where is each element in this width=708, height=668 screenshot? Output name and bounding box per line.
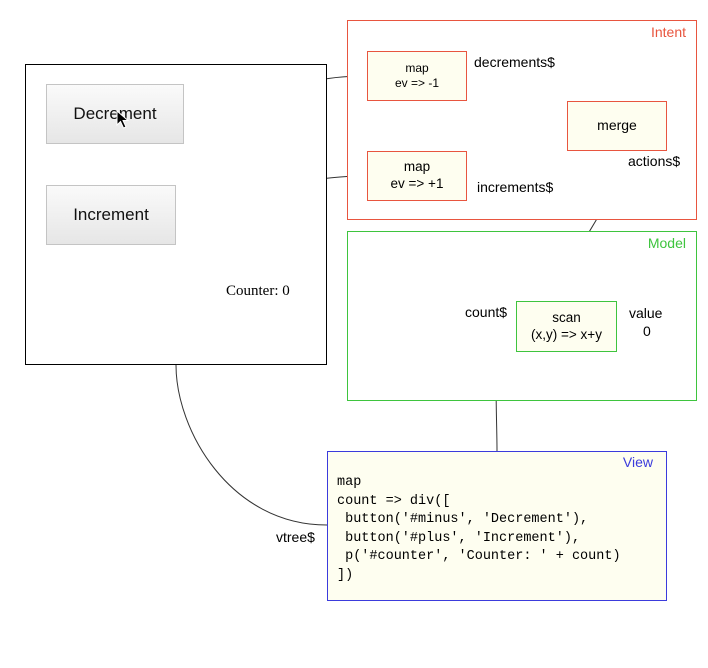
count-stream-label: count$: [465, 304, 508, 320]
map-plus-fn: ev => +1: [390, 176, 444, 191]
scan-box: scan (x,y) => x+y: [516, 301, 617, 352]
code-line: p('#counter', 'Counter: ' + count): [337, 549, 621, 564]
code-line: ]): [337, 567, 354, 583]
view-code: map count => div([ button('#minus', 'Dec…: [337, 474, 621, 585]
code-line: map: [337, 475, 362, 490]
value-readout: 0: [643, 323, 651, 339]
code-line: button('#plus', 'Increment'),: [337, 530, 581, 546]
decrement-button[interactable]: Decrement: [46, 84, 184, 144]
increment-button[interactable]: Increment: [46, 185, 176, 245]
map-minus-fn: ev => -1: [394, 76, 440, 90]
map-minus-box: map ev => -1: [367, 51, 467, 101]
mouse-cursor-icon: [116, 110, 130, 129]
intent-title: Intent: [650, 24, 686, 40]
actions-stream-label: actions$: [628, 153, 681, 169]
decrements-stream-label: decrements$: [474, 54, 555, 70]
map-minus-op: map: [405, 61, 429, 75]
merge-box: merge: [567, 101, 667, 151]
merge-op: merge: [597, 117, 637, 134]
increments-stream-label: increments$: [477, 179, 554, 195]
scan-op: scan: [552, 309, 581, 325]
wire-app-to-view: [175, 364, 328, 526]
map-plus-op: map: [403, 159, 431, 175]
code-line: count => div([: [337, 493, 451, 509]
code-line: button('#minus', 'Decrement'),: [337, 512, 589, 527]
model-title: Model: [647, 235, 686, 251]
view-group: [327, 451, 667, 601]
map-plus-box: map ev => +1: [367, 151, 467, 201]
view-title: View: [622, 454, 653, 470]
vtree-stream-label: vtree$: [276, 529, 315, 545]
value-label: value: [629, 305, 663, 321]
scan-fn: (x,y) => x+y: [531, 326, 602, 342]
counter-text: Counter: 0: [226, 283, 290, 299]
